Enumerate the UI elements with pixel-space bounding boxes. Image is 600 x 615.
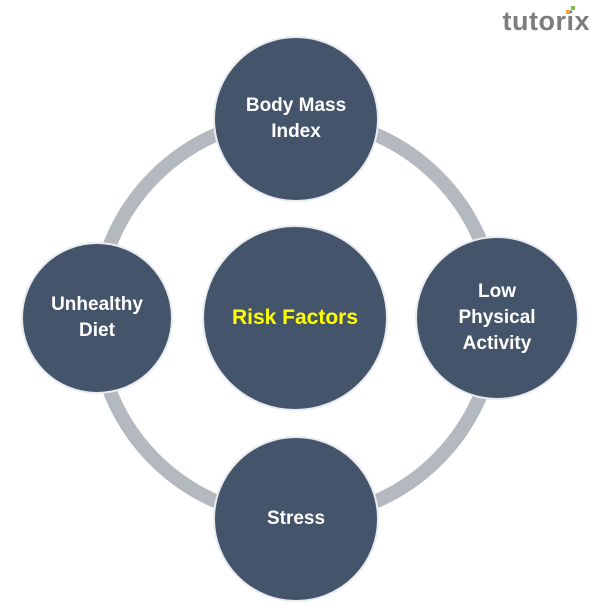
low-physical-activity-node: Low Physical Activity (415, 236, 579, 400)
stress-node: Stress (213, 436, 379, 602)
tutorix-logo: tutorix (502, 6, 590, 36)
logo-dot-green (571, 6, 575, 10)
logo-dot-orange (566, 10, 570, 14)
risk-factors-center-node: Risk Factors (202, 225, 388, 411)
unhealthy-diet-node: Unhealthy Diet (21, 242, 173, 394)
body-mass-index-node: Body Mass Index (213, 36, 379, 202)
